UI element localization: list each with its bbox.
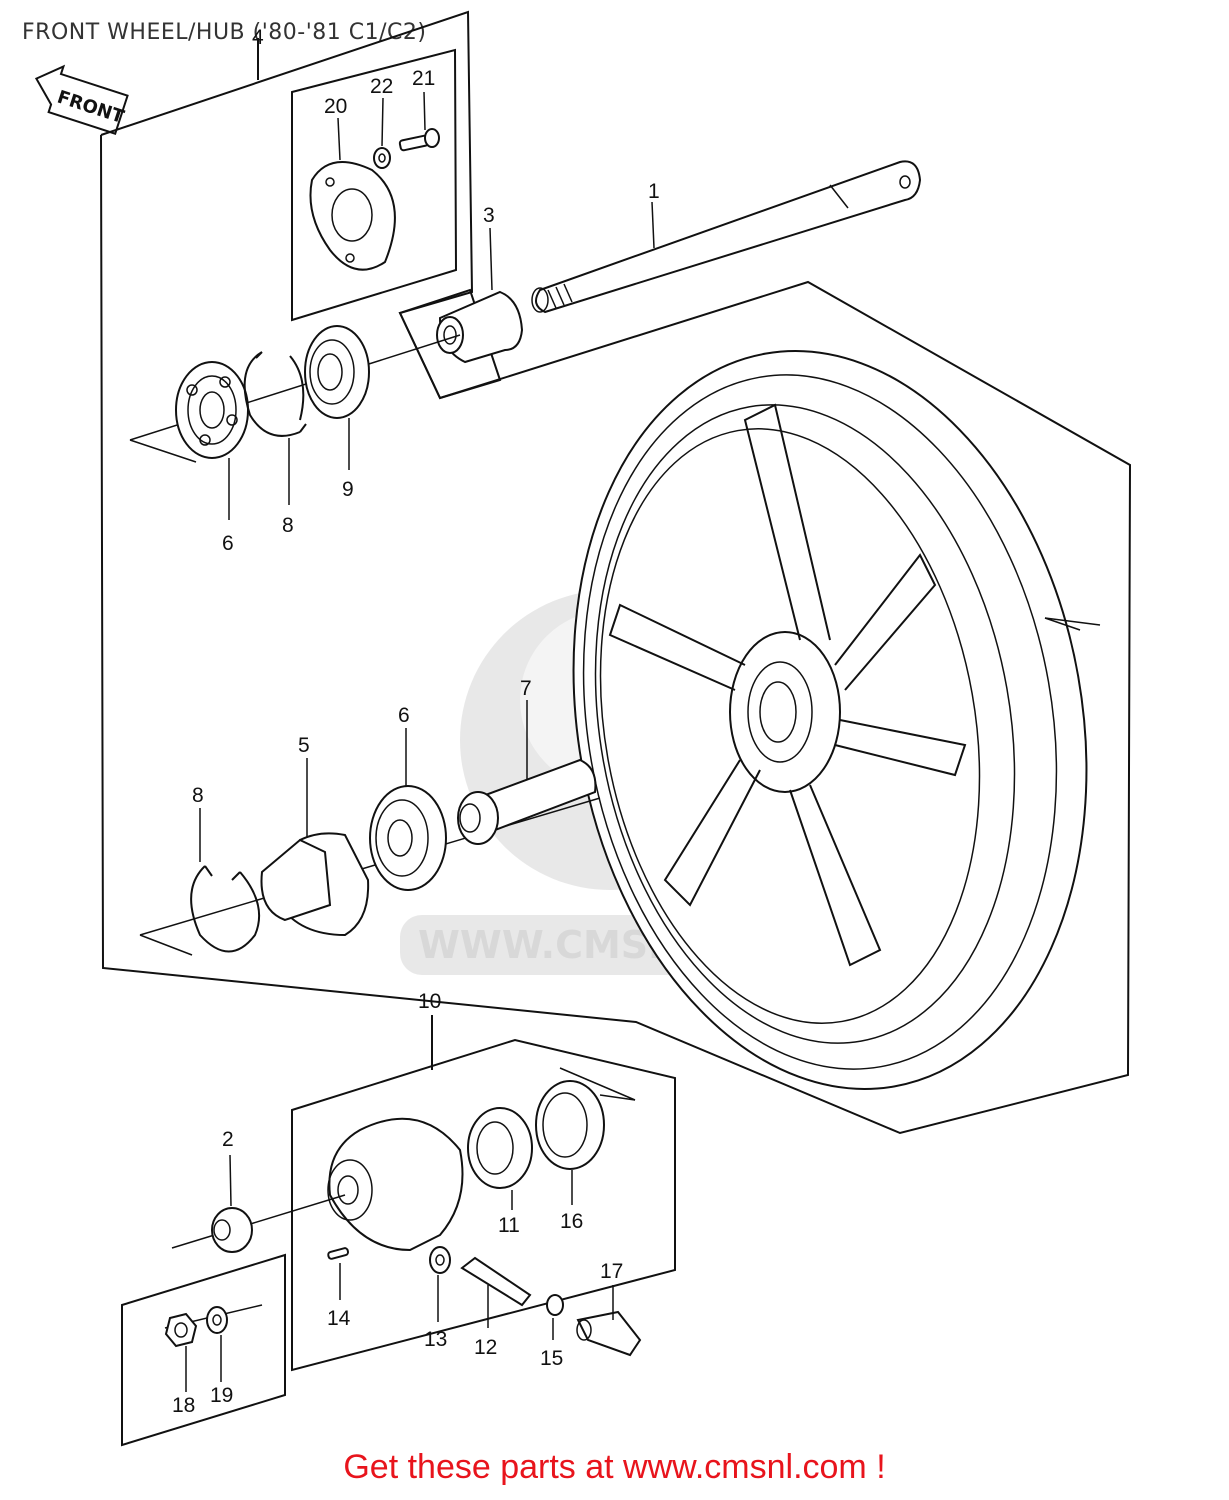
callout-5: 5 — [298, 734, 310, 757]
part-14-pin — [327, 1247, 350, 1300]
callout-labels: 1 2 3 4 5 6 6 7 8 8 9 10 11 12 13 14 15 … — [172, 26, 660, 1417]
callout-6-lower: 6 — [398, 704, 410, 727]
callout-6-upper: 6 — [222, 532, 234, 555]
callout-18: 18 — [172, 1394, 195, 1417]
cover-box — [291, 48, 458, 322]
callout-3: 3 — [483, 204, 495, 227]
callout-21: 21 — [412, 67, 435, 90]
front-direction-arrow: FRONT — [34, 64, 129, 135]
callout-7: 7 — [520, 677, 532, 700]
part-5-speedometer-drive — [260, 758, 370, 937]
callout-14: 14 — [327, 1307, 351, 1330]
callout-10: 10 — [418, 990, 441, 1013]
callout-15: 15 — [540, 1347, 563, 1370]
part-8-circlip-upper — [243, 351, 307, 505]
part-17-bushing — [576, 1285, 642, 1357]
part-8-circlip-lower — [190, 808, 261, 953]
part-7-distance-collar — [457, 700, 597, 845]
part-6-bearing-lower — [369, 728, 447, 891]
callout-20: 20 — [324, 95, 347, 118]
callout-2: 2 — [222, 1128, 234, 1151]
callout-8-upper: 8 — [282, 514, 294, 537]
footer-promo-link[interactable]: Get these parts at www.cmsnl.com ! — [343, 1448, 886, 1486]
callout-9: 9 — [342, 478, 354, 501]
callout-17: 17 — [600, 1260, 623, 1283]
callout-22: 22 — [370, 75, 393, 98]
part-18-nut — [164, 1312, 198, 1392]
part-2-collar — [211, 1154, 253, 1253]
part-9-oil-seal — [304, 325, 370, 470]
part-6-bearing-upper — [175, 361, 249, 520]
collar-box — [398, 288, 502, 400]
wheel-rim — [572, 350, 1088, 1090]
part-20-cover-plate — [309, 117, 396, 271]
callout-12: 12 — [474, 1336, 497, 1359]
callout-13: 13 — [424, 1328, 447, 1351]
part-12-pinion — [460, 1256, 532, 1328]
part-13-washer — [429, 1246, 451, 1322]
callout-19: 19 — [210, 1384, 233, 1407]
callout-11: 11 — [498, 1214, 520, 1237]
nut-washer-box — [121, 1253, 286, 1447]
callout-4: 4 — [252, 26, 264, 49]
part-19-washer — [206, 1306, 228, 1382]
part-3-collar — [436, 227, 524, 364]
assembly-frame-4 — [100, 10, 1132, 1135]
callout-16: 16 — [560, 1210, 583, 1233]
speedo-gear-box — [291, 1038, 676, 1372]
part-21-screw — [398, 91, 440, 152]
part-1-axle — [531, 160, 922, 314]
part-11-speedometer-gear — [467, 1107, 533, 1210]
part-15-washer — [546, 1294, 564, 1340]
part-16-grease-seal — [535, 1080, 605, 1205]
diagram-title: FRONT WHEEL/HUB ('80-'81 C1/C2) — [22, 20, 427, 45]
part-22-washer — [373, 97, 391, 169]
callout-8-lower: 8 — [192, 784, 204, 807]
callout-1: 1 — [648, 180, 660, 203]
axis-line-lower — [139, 797, 601, 936]
speedometer-gearbox-housing — [327, 1117, 464, 1252]
